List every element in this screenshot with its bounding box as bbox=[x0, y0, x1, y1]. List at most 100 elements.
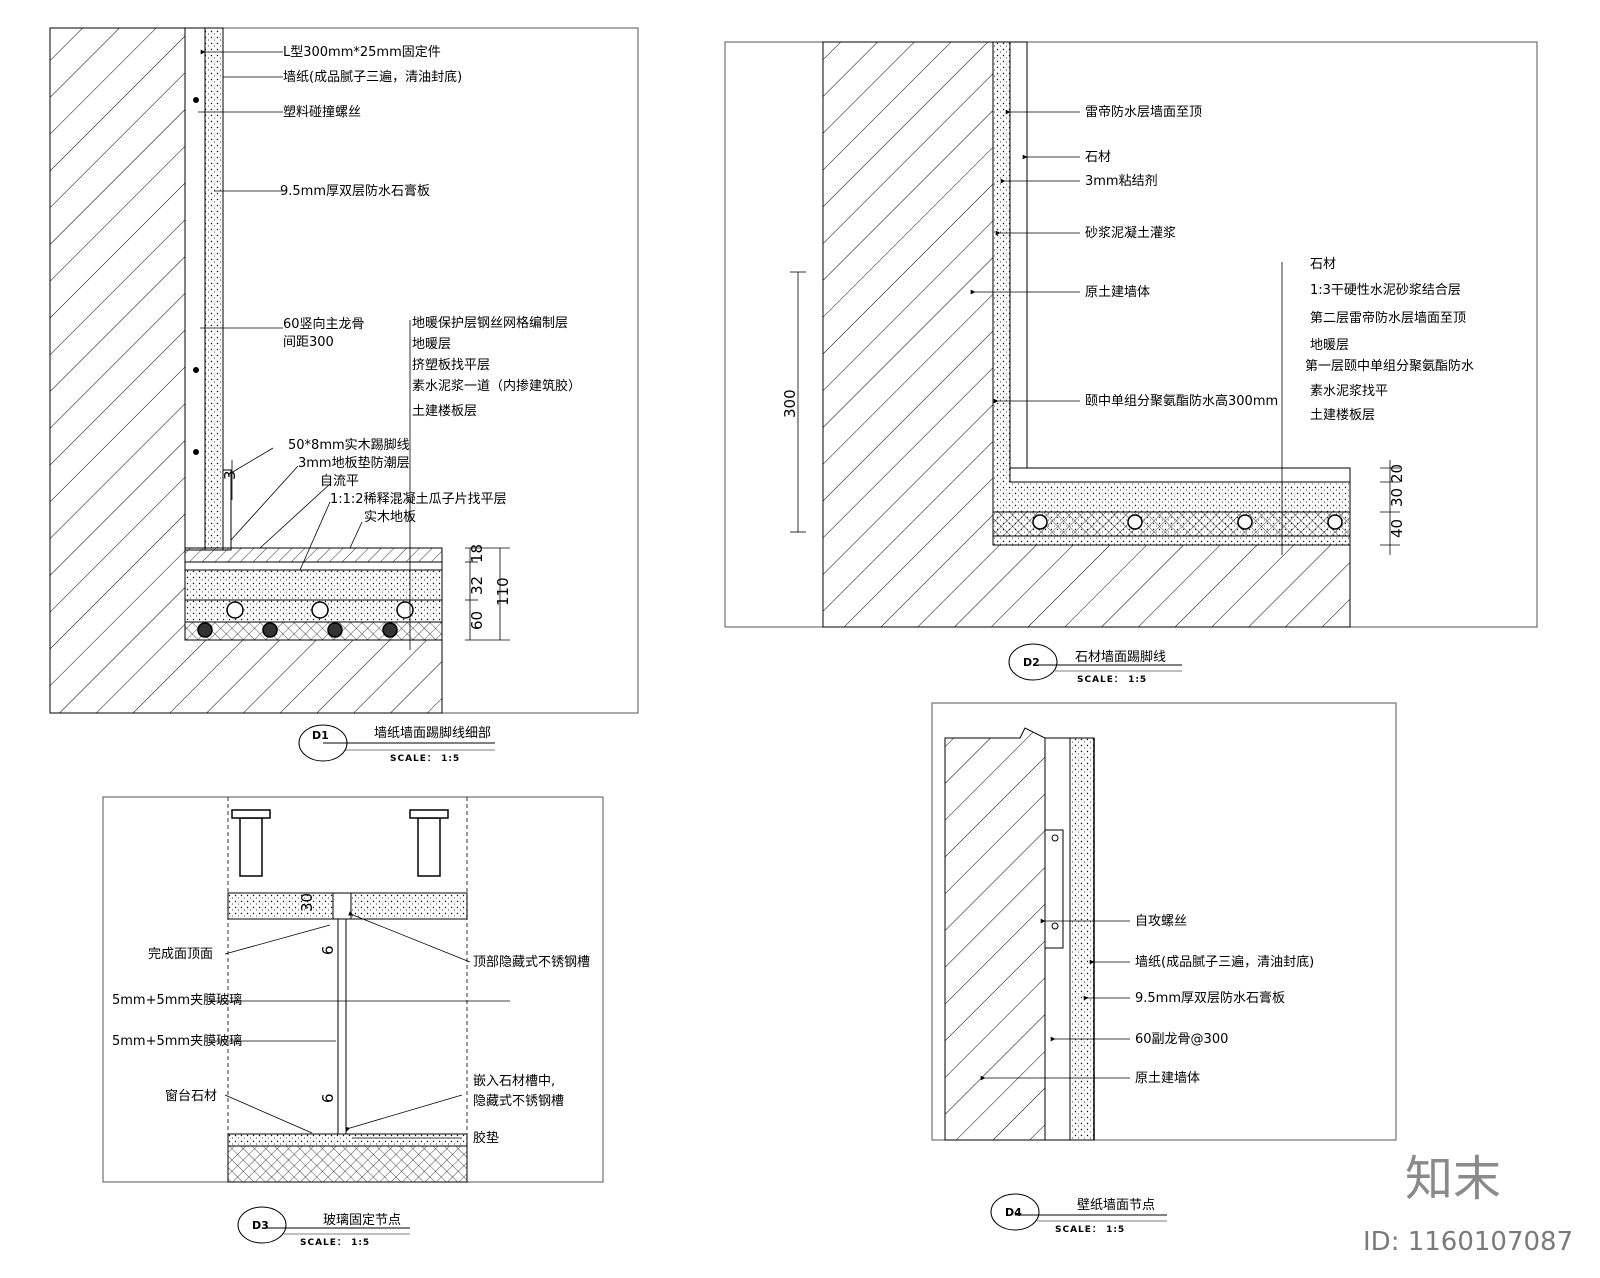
d4-labels: 自攻螺丝 墙纸(成品腻子三遍，清油封底) 9.5mm厚双层防水石膏板 60副龙骨… bbox=[1135, 914, 1314, 1086]
d3-dim-label: 30 bbox=[298, 893, 316, 912]
d1-label: L型300mm*25mm固定件 bbox=[283, 45, 441, 60]
d1-dims: 3 18 32 110 60 bbox=[221, 470, 512, 630]
d4-label: 60副龙骨@300 bbox=[1135, 1032, 1228, 1047]
d2-label: 第一层颐中单组分聚氨酯防水 bbox=[1305, 358, 1474, 374]
d4-label: 9.5mm厚双层防水石膏板 bbox=[1135, 990, 1285, 1006]
d1-dim-label: 18 bbox=[468, 544, 486, 563]
d2-label: 地暖层 bbox=[1310, 338, 1349, 353]
d1-label: 50*8mm实木踢脚线 bbox=[288, 437, 410, 453]
d3-dim-label: 6 bbox=[319, 945, 337, 955]
d1-heating-pipes bbox=[197, 601, 414, 638]
brand-logo: 知末 bbox=[1405, 1151, 1501, 1207]
d1-label: 地暖保护层钢丝网格编制层 bbox=[412, 315, 568, 331]
d1-title: 墙纸墙面踢脚线细部 bbox=[374, 725, 491, 741]
d2-stone-floor bbox=[1009, 467, 1351, 483]
d1-dim-label: 110 bbox=[494, 577, 512, 606]
d1-leaders bbox=[198, 49, 411, 650]
d4-label: 自攻螺丝 bbox=[1135, 914, 1187, 929]
d1-skirting-board bbox=[222, 469, 232, 551]
d3-tag: D3 bbox=[252, 1219, 269, 1232]
d1-label: 墙纸(成品腻子三遍，清油封底) bbox=[283, 69, 462, 85]
d2-label: 土建楼板层 bbox=[1310, 408, 1375, 423]
d1-label: 60竖向主龙骨 bbox=[283, 316, 365, 332]
d3-frame bbox=[102, 796, 604, 1183]
d1-screed-layer bbox=[184, 569, 443, 601]
d3-top-channel bbox=[332, 892, 352, 920]
d1-dim-label: 3 bbox=[221, 470, 239, 480]
d2-label: 1:3干硬性水泥砂浆结合层 bbox=[1310, 283, 1461, 298]
d4-leaders bbox=[980, 918, 1130, 1081]
d4-screw-icon bbox=[1051, 922, 1059, 930]
d1-label: 9.5mm厚双层防水石膏板 bbox=[280, 183, 430, 199]
d4-screw-icon bbox=[1051, 834, 1059, 842]
d3-label: 窗台石材 bbox=[165, 1088, 217, 1104]
brand-id: ID: 1160107087 bbox=[1363, 1227, 1573, 1257]
d2-heating-pipes bbox=[1032, 514, 1343, 530]
d1-tag: D1 bbox=[312, 729, 329, 742]
d1-label: 地暖层 bbox=[412, 337, 451, 352]
d2-title: 石材墙面踢脚线 bbox=[1075, 649, 1166, 665]
d3-title: 玻璃固定节点 bbox=[323, 1213, 401, 1228]
d3-label: 顶部隐藏式不锈钢槽 bbox=[473, 955, 590, 970]
d2-dim-label: 30 bbox=[1388, 488, 1406, 507]
d1-screw-icon bbox=[193, 97, 199, 103]
d1-label: 自流平 bbox=[320, 474, 359, 489]
d3-label: 5mm+5mm夹膜玻璃 bbox=[112, 993, 242, 1008]
d1-label: 挤塑板找平层 bbox=[412, 358, 490, 373]
d1-label: 3mm地板垫防潮层 bbox=[298, 455, 410, 471]
d2-label: 石材 bbox=[1310, 257, 1336, 272]
d2-scale: SCALE： 1:5 bbox=[1077, 675, 1147, 685]
d1-stud bbox=[184, 27, 206, 551]
detail-d3: 完成面顶面 5mm+5mm夹膜玻璃 5mm+5mm夹膜玻璃 窗台石材 顶部隐藏式… bbox=[102, 796, 604, 1248]
d1-leveling-layer bbox=[184, 561, 443, 571]
detail-d1: L型300mm*25mm固定件 墙纸(成品腻子三遍，清油封底) 塑料碰撞螺丝 9… bbox=[49, 27, 639, 764]
d2-dim-label: 40 bbox=[1388, 519, 1406, 538]
d1-screw-icon bbox=[193, 449, 199, 455]
d4-tag: D4 bbox=[1005, 1206, 1022, 1219]
d3-scale: SCALE： 1:5 bbox=[300, 1238, 370, 1248]
d3-label: 隐藏式不锈钢槽 bbox=[473, 1094, 564, 1109]
d4-scale: SCALE： 1:5 bbox=[1055, 1225, 1125, 1235]
d2-label: 颐中单组分聚氨酯防水高300mm bbox=[1085, 393, 1278, 409]
d4-title-block: D4 壁纸墙面节点 SCALE： 1:5 bbox=[990, 1193, 1167, 1235]
d1-dimension-lines bbox=[231, 460, 510, 641]
d4-title: 壁纸墙面节点 bbox=[1077, 1198, 1155, 1213]
d3-title-block: D3 玻璃固定节点 SCALE： 1:5 bbox=[237, 1206, 410, 1248]
d1-label: 塑料碰撞螺丝 bbox=[283, 105, 361, 120]
d2-dim-label: 20 bbox=[1388, 464, 1406, 483]
d2-label: 雷帝防水层墙面至顶 bbox=[1085, 104, 1202, 120]
d2-label: 第二层雷帝防水层墙面至顶 bbox=[1310, 310, 1466, 326]
d2-label: 砂浆泥凝土灌浆 bbox=[1085, 225, 1176, 241]
d4-frame bbox=[931, 702, 1397, 1141]
d1-screw-icon bbox=[193, 367, 199, 373]
d3-label: 胶垫 bbox=[473, 1130, 499, 1146]
brand-watermark: 知末 ID: 1160107087 bbox=[1363, 1151, 1573, 1257]
d2-leaders bbox=[790, 109, 1400, 555]
d3-labels: 完成面顶面 5mm+5mm夹膜玻璃 5mm+5mm夹膜玻璃 窗台石材 顶部隐藏式… bbox=[112, 947, 590, 1146]
d4-stud bbox=[1044, 829, 1064, 949]
d1-label: 1:1:2稀释混凝土瓜子片找平层 bbox=[330, 491, 507, 507]
d4-label: 原土建墙体 bbox=[1135, 1071, 1200, 1086]
d2-label: 石材 bbox=[1085, 150, 1111, 165]
detail-d2: 雷帝防水层墙面至顶 石材 3mm粘结剂 砂浆泥凝土灌浆 原土建墙体 颐中单组分聚… bbox=[724, 41, 1538, 685]
d1-wood-floor bbox=[184, 547, 443, 563]
d2-dims: 300 20 30 40 bbox=[781, 389, 1406, 538]
d3-dims: 30 6 6 bbox=[298, 893, 337, 1103]
d4-gypsum-board bbox=[1069, 737, 1095, 1141]
d1-xps-layer bbox=[184, 621, 443, 641]
d2-stone-wall bbox=[1009, 41, 1028, 469]
d2-labels: 雷帝防水层墙面至顶 石材 3mm粘结剂 砂浆泥凝土灌浆 原土建墙体 颐中单组分聚… bbox=[1085, 104, 1474, 423]
d1-label: 实木地板 bbox=[364, 510, 416, 525]
d3-base-concrete bbox=[227, 1145, 468, 1183]
d2-heating-layer bbox=[992, 511, 1351, 537]
d3-brackets bbox=[231, 809, 449, 877]
d2-label: 3mm粘结剂 bbox=[1085, 174, 1158, 189]
d3-label: 5mm+5mm夹膜玻璃 bbox=[112, 1034, 242, 1049]
d3-sill-stone bbox=[227, 1133, 468, 1147]
d1-dim-label: 60 bbox=[468, 611, 486, 630]
d1-scale: SCALE： 1:5 bbox=[390, 754, 460, 764]
d2-label: 原土建墙体 bbox=[1085, 285, 1150, 300]
d1-label: 土建楼板层 bbox=[412, 404, 477, 419]
d3-glass bbox=[337, 918, 347, 1135]
